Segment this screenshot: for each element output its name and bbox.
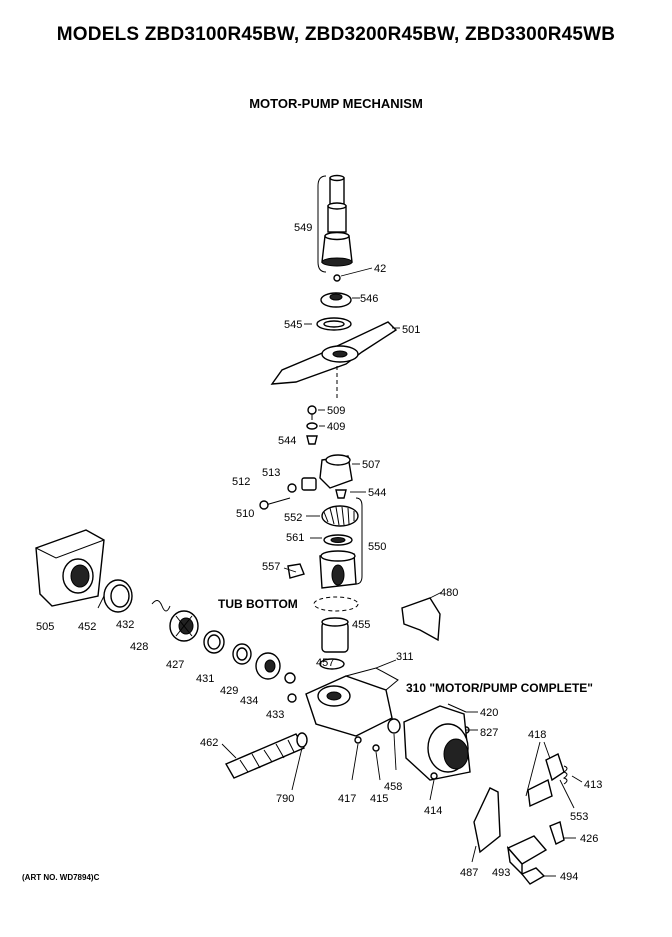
- part-418-bracket: [525, 741, 565, 808]
- part-790-clamp: [296, 732, 308, 748]
- label-507: 507: [362, 459, 380, 471]
- label-544-upper: 544: [278, 435, 296, 447]
- label-550: 550: [368, 541, 386, 553]
- label-431: 431: [196, 673, 214, 685]
- label-311: 311: [396, 651, 414, 663]
- part-414-screw: [429, 772, 438, 801]
- label-429: 429: [220, 685, 238, 697]
- label-512: 512: [232, 476, 250, 488]
- label-493: 493: [492, 867, 510, 879]
- label-415: 415: [370, 793, 388, 805]
- label-417: 417: [338, 793, 356, 805]
- part-509-bolt: [307, 405, 325, 420]
- part-432-spring: [151, 600, 171, 612]
- label-455: 455: [352, 619, 370, 631]
- label-433: 433: [266, 709, 284, 721]
- label-434: 434: [240, 695, 258, 707]
- label-546: 546: [360, 293, 378, 305]
- label-409: 409: [327, 421, 345, 433]
- part-457-seal: [319, 658, 345, 670]
- part-512-nut: [287, 483, 297, 493]
- label-413: 413: [584, 779, 602, 791]
- part-434-washer: [284, 672, 296, 684]
- label-501: 501: [402, 324, 420, 336]
- section-title: MOTOR-PUMP MECHANISM: [249, 96, 423, 111]
- part-413-spring: [562, 765, 583, 785]
- part-480-deflector: [401, 591, 443, 642]
- part-493-switch: [506, 835, 548, 876]
- label-426: 426: [580, 833, 598, 845]
- part-429-impeller: [255, 652, 281, 680]
- label-458: 458: [384, 781, 402, 793]
- part-415-screw: [372, 744, 381, 781]
- label-494: 494: [560, 871, 578, 883]
- label-557: 557: [262, 561, 280, 573]
- part-462-hose: [221, 733, 305, 779]
- part-487-bracket: [471, 787, 501, 863]
- part-455-coupling: [321, 617, 349, 653]
- label-549: 549: [294, 222, 312, 234]
- label-505: 505: [36, 621, 54, 633]
- part-428-impeller: [169, 610, 199, 642]
- label-420: 420: [480, 707, 498, 719]
- part-420-clip: [447, 703, 478, 713]
- part-431-seal: [232, 643, 252, 665]
- art-number: (ART NO. WD7894)C: [22, 873, 100, 882]
- part-458-screw: [387, 718, 401, 734]
- motor-pump-complete-caption: 310 "MOTOR/PUMP COMPLETE": [406, 681, 593, 695]
- label-509: 509: [327, 405, 345, 417]
- part-546-hub: [320, 292, 360, 308]
- part-557-clip: [283, 563, 305, 579]
- label-42: 42: [374, 263, 386, 275]
- tub-bottom-caption: TUB BOTTOM: [218, 597, 298, 611]
- part-513-fitting: [301, 477, 317, 491]
- part-417-screw: [351, 736, 362, 781]
- label-544-lower: 544: [368, 487, 386, 499]
- label-827: 827: [480, 727, 498, 739]
- label-414: 414: [424, 805, 442, 817]
- part-505-filter-housing: [35, 529, 105, 607]
- label-457: 457: [316, 657, 334, 669]
- part-510-bolt: [259, 497, 291, 510]
- label-513: 513: [262, 467, 280, 479]
- part-433-nut: [287, 693, 297, 703]
- label-427: 427: [166, 659, 184, 671]
- label-553: 553: [570, 811, 588, 823]
- part-501-spray-arm: [270, 321, 400, 385]
- label-545: 545: [284, 319, 302, 331]
- part-552-impeller: [306, 505, 359, 527]
- part-494-cover: [520, 867, 556, 885]
- label-552: 552: [284, 512, 302, 524]
- part-426-clip: [549, 821, 576, 845]
- part-544-seal-upper: [306, 435, 318, 445]
- label-452: 452: [78, 621, 96, 633]
- part-561-ring: [310, 534, 353, 546]
- label-462: 462: [200, 737, 218, 749]
- page-title: MODELS ZBD3100R45BW, ZBD3200R45BW, ZBD33…: [56, 24, 616, 45]
- part-427-ring: [203, 630, 225, 654]
- part-544-seal-lower: [335, 489, 366, 499]
- tub-bottom-opening: [313, 596, 359, 612]
- label-561: 561: [286, 532, 304, 544]
- label-790: 790: [276, 793, 294, 805]
- part-550-pump-body: [319, 550, 357, 589]
- part-310-motor: [403, 705, 478, 781]
- label-480: 480: [440, 587, 458, 599]
- part-409-washer: [306, 422, 325, 430]
- label-487: 487: [460, 867, 478, 879]
- label-432: 432: [116, 619, 134, 631]
- part-311-pump-base: [305, 659, 399, 737]
- label-428: 428: [130, 641, 148, 653]
- part-545-ring: [304, 317, 352, 331]
- part-42-screw: [333, 267, 373, 282]
- label-418: 418: [528, 729, 546, 741]
- part-549-spray-tube: [317, 174, 353, 273]
- part-507-pump-housing: [319, 454, 360, 489]
- part-452-ring: [97, 579, 133, 613]
- label-510: 510: [236, 508, 254, 520]
